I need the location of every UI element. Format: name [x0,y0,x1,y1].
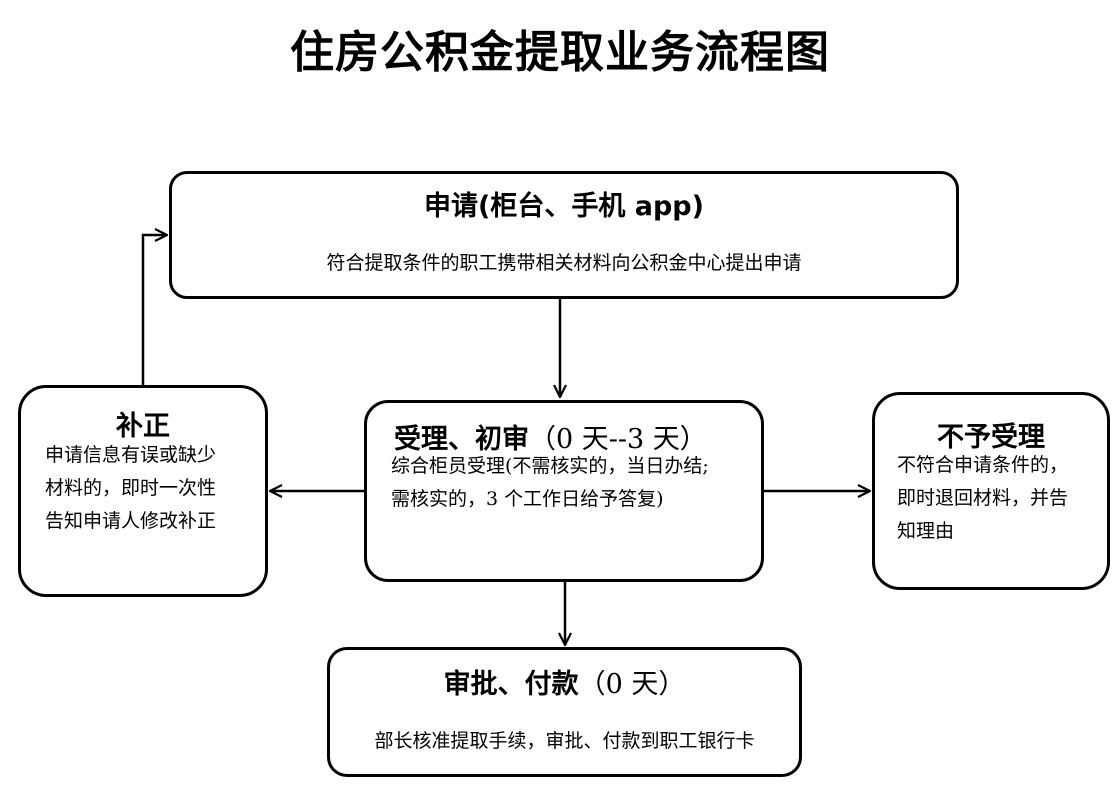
node-reject-line: 即时退回材料，并告 [897,487,1069,509]
node-review-duration: （0 天--3 天） [529,424,707,455]
node-correction-line: 告知申请人修改补正 [45,510,217,532]
node-correction-line: 申请信息有误或缺少 [45,444,217,466]
node-correction-line: 材料的，即时一次性 [45,477,217,499]
node-review-title: 受理、初审（0 天--3 天） [394,417,707,456]
node-reject-title: 不予受理 [937,422,1045,453]
node-reject: 不予受理 不符合申请条件的， 即时退回材料，并告 知理由 [872,392,1110,590]
node-approve-text: 部长核准提取手续，审批、付款到职工银行卡 [374,730,755,752]
node-review-line: 需核实的，3 个工作日给予答复) [391,488,664,510]
node-review-text: 综合柜员受理(不需核实的，当日办结; 需核实的，3 个工作日给予答复) [391,450,709,516]
node-correction: 补正 申请信息有误或缺少 材料的，即时一次性 告知申请人修改补正 [18,385,268,597]
node-reject-line: 知理由 [897,520,955,542]
node-review-line: 综合柜员受理(不需核实的，当日办结; [391,455,709,477]
node-approve-duration: （0 天） [578,669,686,700]
node-correction-text: 申请信息有误或缺少 材料的，即时一次性 告知申请人修改补正 [45,439,260,538]
node-apply: 申请(柜台、手机 app) 符合提取条件的职工携带相关材料向公积金中心提出申请 [169,171,959,299]
node-approve: 审批、付款（0 天） 部长核准提取手续，审批、付款到职工银行卡 [327,647,802,777]
arrow-correction-to-apply [141,235,167,385]
node-reject-text: 不符合申请条件的， 即时退回材料，并告 知理由 [897,449,1107,548]
node-approve-name: 审批、付款 [443,669,579,700]
node-review-name: 受理、初审 [394,424,529,455]
node-apply-text: 符合提取条件的职工携带相关材料向公积金中心提出申请 [326,252,802,274]
node-correction-title: 补正 [116,411,170,442]
node-review: 受理、初审（0 天--3 天） 综合柜员受理(不需核实的，当日办结; 需核实的，… [364,400,764,582]
node-approve-title: 审批、付款（0 天） [330,662,799,701]
page-title: 住房公积金提取业务流程图 [290,27,830,78]
node-reject-line: 不符合申请条件的， [897,454,1069,476]
node-apply-title: 申请(柜台、手机 app) [424,191,704,222]
